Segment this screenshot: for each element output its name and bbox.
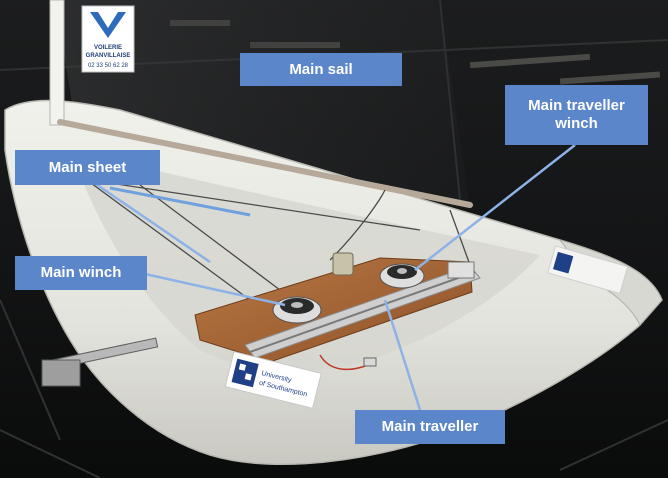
main-sheet-highlight <box>109 186 251 217</box>
main-winch-drum <box>272 296 322 324</box>
leader-lines <box>89 144 576 411</box>
label-main-sail: Main sail <box>240 53 402 86</box>
label-main-winch: Main winch <box>15 256 147 290</box>
label-main-sheet: Main sheet <box>15 150 160 185</box>
traveller-rail <box>249 271 476 353</box>
boom <box>57 119 473 208</box>
university-logo-sticker: University of Southampton <box>224 351 322 409</box>
mast-step <box>332 252 354 276</box>
university-logo-sticker-2 <box>547 245 629 295</box>
label-main-traveller-winch: Main traveller winch <box>505 85 648 145</box>
sponsor-sign <box>81 5 135 73</box>
label-main-traveller: Main traveller <box>355 410 505 444</box>
main-sail <box>55 0 470 210</box>
traveller-winch-drum <box>379 263 425 289</box>
sponsor-sign-line1: VOILERIE <box>94 45 122 51</box>
traveller-end-bracket <box>447 261 475 279</box>
connector <box>363 357 377 367</box>
sponsor-sign-phone: 02 33 50 62 28 <box>88 63 129 69</box>
sponsor-sign-line2: GRANVILLAISE <box>86 53 131 59</box>
main-sheet-lines <box>79 174 471 301</box>
mount-arm <box>41 337 159 387</box>
wiring <box>319 354 369 371</box>
mast <box>49 0 65 126</box>
cockpit-shadow <box>70 150 540 371</box>
